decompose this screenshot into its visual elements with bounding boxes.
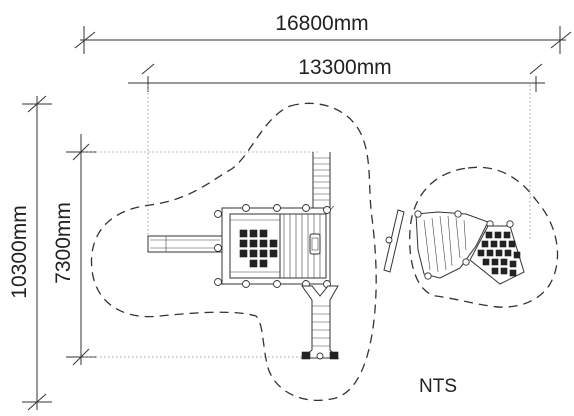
overall-depth-label: 10300mm (8, 205, 31, 298)
bottom-climber (300, 285, 340, 360)
overall-width-label: 16800mm (275, 12, 368, 35)
climbing-net (469, 220, 525, 285)
safety-zone-secondary (409, 166, 559, 308)
inner-depth-dimension: 7300mm (52, 134, 96, 366)
inner-width-label: 13300mm (298, 56, 391, 79)
inner-depth-label: 7300mm (52, 202, 75, 284)
main-platform (221, 205, 335, 285)
extension-lines (84, 85, 531, 358)
overall-width-dimension: 16800mm (74, 12, 572, 54)
overall-depth-dimension: 10300mm (8, 95, 52, 411)
standalone-panel (383, 209, 405, 273)
platform-posts (214, 204, 331, 288)
secondary-structure (414, 210, 494, 280)
panel-grid (239, 229, 278, 268)
slide (147, 235, 223, 253)
top-ladder (312, 152, 331, 208)
inner-width-dimension: 13300mm (128, 56, 545, 92)
scale-note: NTS (419, 376, 457, 397)
